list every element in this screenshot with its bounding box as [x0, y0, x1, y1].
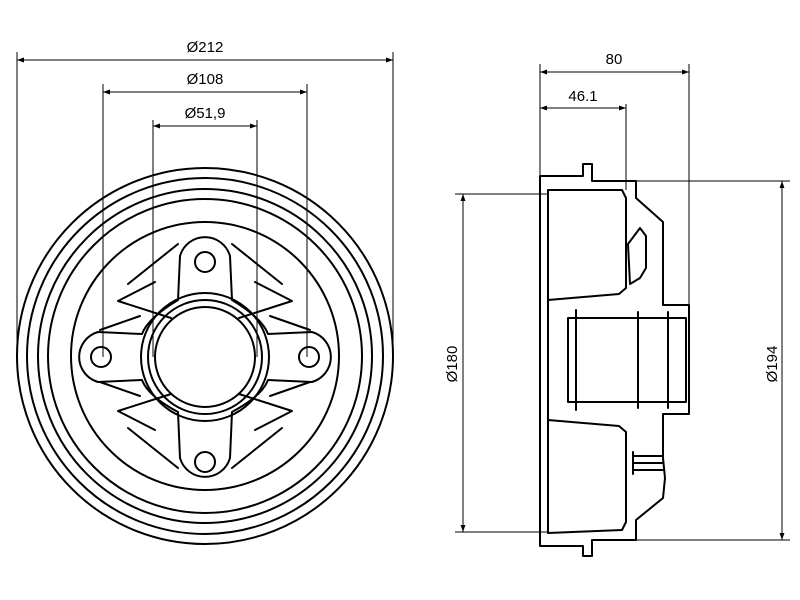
- drum-inner-profile: [547, 189, 627, 301]
- dim-label-inner-diameter: Ø180: [444, 346, 461, 383]
- drum-side-profile: [539, 163, 690, 557]
- drum-rim-ring-3: [37, 188, 373, 524]
- front-view: Ø212 Ø108 Ø51,9: [16, 39, 394, 545]
- drum-outer-rim: [16, 167, 394, 545]
- dim-label-overall-width: 80: [606, 51, 623, 68]
- center-bore-ring: [147, 299, 263, 415]
- hub-bore: [567, 317, 687, 403]
- bolt-hole-top: [194, 251, 216, 273]
- drum-lug: [627, 227, 647, 285]
- center-bore-inner: [154, 306, 256, 408]
- side-view: 80 46.1 Ø180 Ø194: [444, 51, 790, 557]
- spokes: [99, 243, 311, 469]
- dim-label-offset: 46.1: [568, 88, 597, 105]
- hub-flange: [78, 236, 332, 478]
- dim-label-outer-diameter-side: Ø194: [764, 346, 781, 383]
- bolt-hole-right: [298, 346, 320, 368]
- drum-face-circle: [70, 221, 340, 491]
- drum-rim-ring-2: [26, 177, 384, 535]
- dim-label-center-bore: Ø51,9: [185, 105, 226, 122]
- dim-label-bolt-circle: Ø108: [187, 71, 224, 88]
- bolt-hole-bottom: [194, 451, 216, 473]
- dim-label-outer-diameter: Ø212: [187, 39, 224, 56]
- drum-rim-ring-4: [47, 198, 363, 514]
- bolt-hole-left: [90, 346, 112, 368]
- center-bore-outer: [140, 292, 270, 422]
